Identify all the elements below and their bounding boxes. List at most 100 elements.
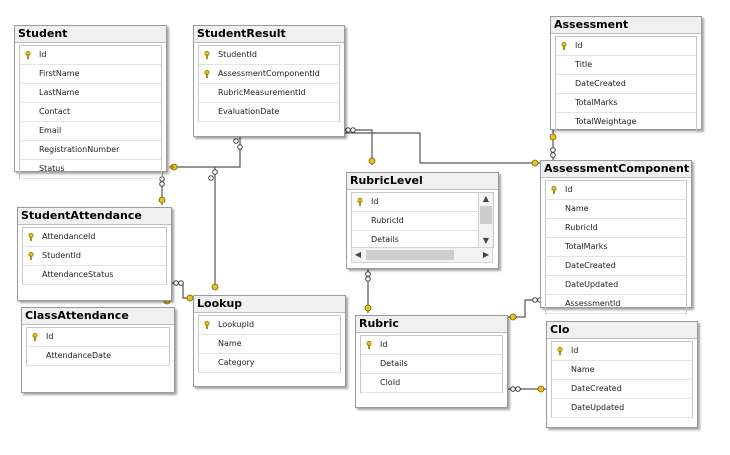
column-name: TotalMarks: [575, 98, 618, 107]
column-row[interactable]: TotalMarks: [556, 94, 696, 113]
column-row[interactable]: StudentId: [199, 46, 339, 65]
infinity-icon: [365, 271, 371, 282]
column-row[interactable]: CloId: [361, 374, 502, 393]
table-lookup[interactable]: Lookup LookupId Name Category: [193, 295, 346, 387]
column-row[interactable]: Email: [20, 122, 161, 141]
table-clo[interactable]: Clo Id Name DateCreated DateUpdated: [546, 321, 698, 428]
table-rubriclevel[interactable]: RubricLevel Id RubricId Details ▲ ▼ ◀ ▶: [346, 172, 499, 269]
column-list: Id Details CloId: [360, 335, 503, 393]
scrollbar-thumb[interactable]: [366, 250, 454, 260]
table-title[interactable]: Lookup: [194, 296, 345, 313]
column-row[interactable]: Id: [361, 336, 502, 355]
table-title[interactable]: RubricLevel: [347, 173, 498, 190]
column-name: LookupId: [218, 320, 255, 329]
key-icon: [364, 304, 372, 312]
column-row[interactable]: AttendanceId: [23, 228, 166, 247]
column-row[interactable]: DateCreated: [546, 257, 686, 276]
key-icon: [551, 186, 557, 194]
table-title[interactable]: StudentResult: [194, 26, 344, 43]
column-row[interactable]: Name: [199, 335, 340, 354]
table-studentresult[interactable]: StudentResult StudentId AssessmentCompon…: [193, 25, 345, 137]
column-row[interactable]: RegistrationNumber: [20, 141, 161, 160]
table-studentattendance[interactable]: StudentAttendance AttendanceId StudentId…: [17, 207, 172, 301]
column-name: DateCreated: [565, 261, 616, 270]
column-row[interactable]: Category: [199, 354, 340, 373]
column-row[interactable]: Id: [27, 328, 169, 347]
column-row[interactable]: Id: [352, 193, 478, 212]
column-row[interactable]: RubricId: [546, 219, 686, 238]
key-icon: [531, 159, 539, 167]
column-name: AssessmentId: [565, 299, 621, 308]
column-row[interactable]: Details: [352, 231, 478, 249]
column-row[interactable]: LookupId: [199, 316, 340, 335]
column-name: AttendanceStatus: [42, 270, 114, 279]
table-title[interactable]: StudentAttendance: [18, 208, 171, 225]
infinity-icon: [345, 127, 356, 133]
column-row[interactable]: RubricMeasurementId: [199, 84, 339, 103]
table-student[interactable]: Student Id FirstName LastName Contact Em…: [14, 25, 167, 179]
table-title[interactable]: AssessmentComponent: [541, 161, 691, 178]
table-assessment[interactable]: Assessment Id Title DateCreated TotalMar…: [550, 16, 702, 132]
table-assessmentcomponent[interactable]: AssessmentComponent Id Name RubricId Tot…: [540, 160, 692, 314]
column-row[interactable]: TotalWeightage: [556, 113, 696, 132]
column-row[interactable]: Status: [20, 160, 161, 179]
table-title[interactable]: Rubric: [356, 316, 507, 333]
table-classattendance[interactable]: ClassAttendance Id AttendanceDate: [21, 307, 175, 393]
table-title[interactable]: Clo: [547, 322, 697, 339]
column-list: LookupId Name Category: [198, 315, 341, 373]
column-name: AssessmentComponentId: [218, 69, 320, 78]
chevron-right-icon[interactable]: ▶: [482, 250, 490, 259]
column-name: Name: [218, 339, 242, 348]
column-row[interactable]: AttendanceDate: [27, 347, 169, 366]
column-row[interactable]: DateCreated: [556, 75, 696, 94]
column-name: DateCreated: [575, 79, 626, 88]
column-list: AttendanceId StudentId AttendanceStatus: [22, 227, 167, 285]
column-row[interactable]: AssessmentComponentId: [199, 65, 339, 84]
table-rubric[interactable]: Rubric Id Details CloId: [355, 315, 508, 408]
table-title[interactable]: Student: [15, 26, 166, 43]
chevron-left-icon[interactable]: ◀: [354, 250, 362, 259]
column-name: Id: [46, 332, 54, 341]
column-row[interactable]: Name: [546, 200, 686, 219]
column-row[interactable]: Name: [552, 361, 692, 380]
column-row[interactable]: RubricId: [352, 212, 478, 231]
column-row[interactable]: Details: [361, 355, 502, 374]
column-row[interactable]: StudentId: [23, 247, 166, 266]
column-row[interactable]: Id: [552, 342, 692, 361]
rel-studentresult-student: [170, 137, 241, 168]
vertical-scrollbar[interactable]: ▲ ▼: [478, 193, 493, 247]
column-row[interactable]: AttendanceStatus: [23, 266, 166, 285]
horizontal-scrollbar[interactable]: ◀ ▶: [351, 247, 493, 263]
column-name: Title: [575, 60, 593, 69]
column-name: RubricId: [371, 216, 404, 225]
column-row[interactable]: Id: [20, 46, 161, 65]
column-list: Id Name RubricId TotalMarks DateCreated …: [545, 180, 687, 314]
column-row[interactable]: Id: [546, 181, 686, 200]
column-name: Details: [371, 235, 399, 244]
column-row[interactable]: AssessmentId: [546, 295, 686, 314]
column-row[interactable]: Contact: [20, 103, 161, 122]
chevron-up-icon[interactable]: ▲: [482, 194, 490, 203]
infinity-icon: [173, 280, 184, 286]
column-row[interactable]: Id: [556, 37, 696, 56]
table-title[interactable]: ClassAttendance: [22, 308, 174, 325]
column-row[interactable]: FirstName: [20, 65, 161, 84]
scrollbar-thumb[interactable]: [480, 206, 492, 224]
column-row[interactable]: TotalMarks: [546, 238, 686, 257]
column-name: TotalMarks: [565, 242, 608, 251]
column-row[interactable]: EvaluationDate: [199, 103, 339, 122]
column-row[interactable]: DateCreated: [552, 380, 692, 399]
key-icon: [25, 51, 31, 59]
column-row[interactable]: LastName: [20, 84, 161, 103]
chevron-down-icon[interactable]: ▼: [482, 236, 490, 245]
column-row[interactable]: DateUpdated: [546, 276, 686, 295]
key-icon: [537, 385, 545, 393]
column-name: Contact: [39, 107, 71, 116]
column-name: Category: [218, 358, 255, 367]
infinity-icon: [233, 138, 243, 150]
column-name: RubricId: [565, 223, 598, 232]
column-row[interactable]: Title: [556, 56, 696, 75]
column-name: StudentId: [218, 50, 257, 59]
table-title[interactable]: Assessment: [551, 17, 701, 34]
column-row[interactable]: DateUpdated: [552, 399, 692, 418]
